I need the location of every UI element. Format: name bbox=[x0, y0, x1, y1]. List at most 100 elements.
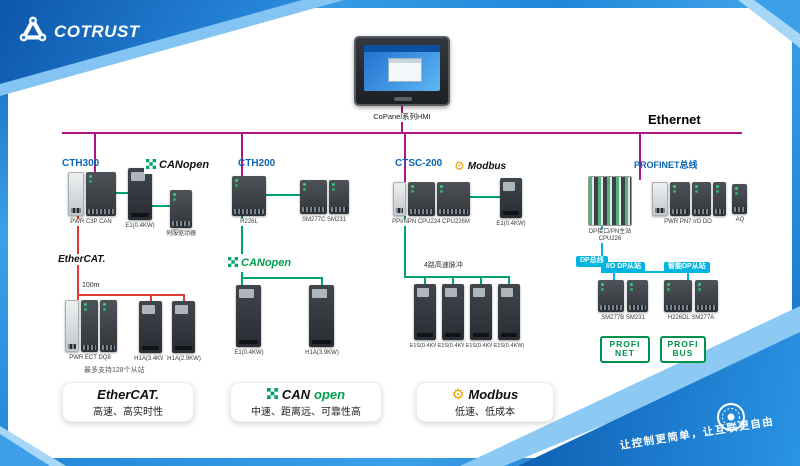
ctsc200-plc-label: PPI/NPN CPU224 CPU226M bbox=[386, 219, 476, 226]
ctsc200-cpu-a bbox=[408, 182, 435, 216]
io-slave-badge: I/O DP从站 bbox=[602, 262, 646, 273]
rack-label-1: DP接口/PN主站 bbox=[580, 229, 640, 236]
cth300-top-drive-label: E1(0.4KW) bbox=[118, 223, 162, 230]
ctsc200-drive-2 bbox=[442, 284, 464, 340]
rack-label-2: CPU226 bbox=[580, 236, 640, 243]
cth300-cpu-module bbox=[86, 172, 116, 216]
modbus-logo-text: Modbus bbox=[467, 160, 507, 172]
profinet-power-module bbox=[652, 182, 668, 216]
aq-module-label: AQ bbox=[726, 217, 754, 224]
ethercat-drop-b bbox=[183, 294, 185, 301]
ctsc200-pulse-note: 4路高速脉冲 bbox=[424, 260, 463, 270]
cotrust-logo-icon bbox=[18, 14, 48, 49]
ctsc200-drive-2-label: E1S(0.4KW) bbox=[436, 343, 470, 350]
profinet-plc-label: PWR PN7 I/O DO bbox=[648, 219, 728, 226]
io-slave-module-b bbox=[627, 280, 648, 312]
profibus-logo-line2: BUS bbox=[672, 348, 694, 359]
drop-cth200 bbox=[241, 134, 243, 176]
hmi-screen bbox=[364, 45, 440, 91]
profibus-logo-line1: PROFI bbox=[667, 339, 699, 349]
ctsc200-drive-1-label: E1S(0.4KW) bbox=[408, 343, 442, 350]
frame-edge-right bbox=[792, 0, 800, 466]
smart-slave-labels: H226DL SM277A bbox=[660, 315, 722, 322]
drop-profinet bbox=[639, 134, 641, 180]
cth300-slave-power bbox=[65, 300, 79, 352]
io-slave-labels: SM277B SM231 bbox=[594, 315, 652, 322]
cth200-title: CTH200 bbox=[238, 158, 276, 169]
modbus-card-desc: 低速、低成本 bbox=[455, 406, 515, 418]
ctsc200-drive-3 bbox=[470, 284, 492, 340]
canopen-card-icon bbox=[266, 387, 278, 402]
cth300-canopen-line bbox=[116, 192, 128, 194]
canopen-header: CANopen bbox=[144, 156, 212, 174]
profinet-cpu-module bbox=[670, 182, 690, 216]
cth200-canopen-drop bbox=[321, 277, 323, 285]
seal-emblem bbox=[716, 402, 746, 437]
ethercat-logo: EtherCAT. bbox=[56, 254, 108, 265]
modbus-gear-icon: ⚙ bbox=[454, 159, 465, 173]
ctsc200-drive-3-label: E1S(0.4KW) bbox=[464, 343, 498, 350]
hmi-caption: CoPanel系列HMI bbox=[354, 112, 450, 122]
cth200-drive-a bbox=[236, 285, 261, 347]
profinet-logo-line1: PROFI bbox=[609, 339, 641, 349]
ctsc200-modbus-line bbox=[470, 196, 500, 198]
ethercat-drop-a bbox=[150, 294, 152, 301]
cth200-module-a bbox=[300, 180, 327, 214]
cth200-drive-b bbox=[309, 285, 334, 347]
ctsc200-power-module bbox=[393, 182, 406, 216]
cth300-slave-plc-label: PWR ECT DQ8 bbox=[60, 355, 120, 362]
ethercat-distance: 100m bbox=[82, 282, 100, 289]
drop-ctsc200 bbox=[404, 134, 406, 182]
profibus-logo-badge: PROFI BUS bbox=[660, 336, 706, 363]
smart-slave-module-b bbox=[695, 280, 718, 312]
ctsc200-drive-1 bbox=[414, 284, 436, 340]
ctsc200-vertical bbox=[404, 216, 406, 277]
canopen-logo-green: CANopen bbox=[226, 254, 294, 272]
hmi-device bbox=[354, 36, 450, 106]
drop-cth300 bbox=[94, 134, 96, 172]
brand-logo: COTRUST bbox=[18, 14, 140, 49]
cth300-slave-io bbox=[100, 300, 117, 352]
profinet-logo-line2: NET bbox=[615, 348, 635, 359]
ctsc200-drive-4-label: E1S(0.4KW) bbox=[492, 343, 526, 350]
ethercat-card-logo: EtherCAT. bbox=[97, 386, 159, 402]
cth200-modules-label: SM277C SM231 bbox=[296, 217, 352, 224]
ctsc200-top-drive-label: E1(0.4KW) bbox=[490, 221, 532, 228]
frame-edge-left bbox=[0, 0, 8, 466]
aq-module bbox=[732, 184, 747, 214]
cth300-servo-module-label: 伺服驱动器 bbox=[162, 231, 200, 238]
cth200-drive-a-label: E1(0.4KW) bbox=[228, 350, 270, 357]
dp-drop-a bbox=[613, 271, 615, 280]
cth300-servo-module bbox=[170, 190, 192, 228]
cth300-note: 最多支持128个从站 bbox=[84, 365, 145, 375]
canopen-logo-text: CANopen bbox=[241, 257, 292, 269]
ctsc200-top-drive bbox=[500, 178, 522, 218]
ctsc200-title: CTSC-200 bbox=[395, 158, 443, 169]
cth200-module-b bbox=[329, 180, 349, 214]
profinet-title: PROFINET总线 bbox=[634, 160, 698, 170]
profinet-logo-badge: PROFI NET bbox=[600, 336, 650, 363]
cth300-plc-label: PWR C3P CAN bbox=[62, 219, 120, 226]
canopen-icon bbox=[146, 156, 156, 174]
smart-slave-badge: 智能DP从站 bbox=[664, 262, 710, 273]
ctsc200-cpu-b bbox=[437, 182, 470, 216]
modbus-logo-small: ⚙ Modbus bbox=[452, 159, 509, 173]
brand-name: COTRUST bbox=[54, 21, 140, 41]
profinet-do-module bbox=[713, 182, 726, 216]
cth200-drive-b-label: H1A(3.9KW) bbox=[301, 350, 343, 357]
profinet-io-module bbox=[692, 182, 711, 216]
cth300-drive-a bbox=[139, 301, 162, 353]
ethernet-bus-line bbox=[62, 132, 742, 134]
ethercat-card-desc: 高速、高实时性 bbox=[93, 406, 163, 418]
profinet-rack bbox=[588, 176, 632, 226]
frame-edge-bottom bbox=[0, 458, 800, 466]
ctsc200-drop-3 bbox=[480, 276, 482, 284]
ethercat-logo-text: EtherCAT. bbox=[58, 254, 106, 265]
ctsc200-drop-2 bbox=[452, 276, 454, 284]
io-slave-module-a bbox=[598, 280, 624, 312]
canopen-icon-2 bbox=[228, 254, 238, 272]
ctsc200-horizontal bbox=[404, 276, 510, 278]
canopen-card-logo-open: open bbox=[314, 386, 346, 402]
cth200-canopen-vertical bbox=[241, 216, 243, 285]
